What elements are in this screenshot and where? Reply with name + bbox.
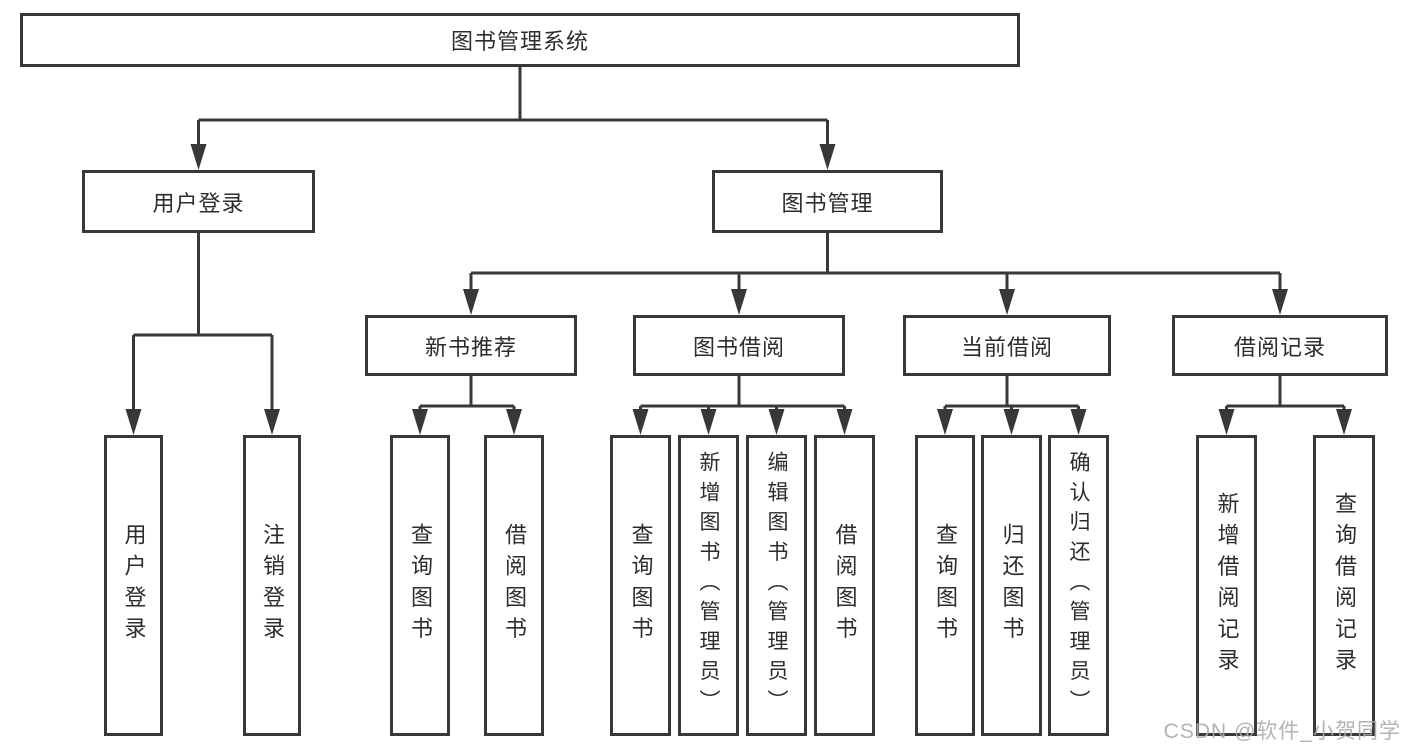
leaf-query-books-borrowing: 查询图书 [610, 435, 671, 736]
leaf-confirm-return-admin: 确认归还（管理员） [1048, 435, 1109, 736]
leaf-borrow-books-borrowing-label: 借阅图书 [832, 523, 858, 648]
node-book-borrowing-label: 图书借阅 [692, 334, 785, 360]
node-book-management-label: 图书管理 [781, 190, 874, 216]
node-book-borrowing: 图书借阅 [633, 315, 845, 376]
connector-arrowheads [125, 144, 1352, 435]
node-new-book-recommend: 新书推荐 [365, 315, 577, 376]
leaf-borrow-books-recommend-label: 借阅图书 [502, 523, 527, 648]
node-current-borrowing-label: 当前借阅 [960, 334, 1053, 360]
node-user-login: 用户登录 [82, 170, 315, 233]
leaf-query-books-current-label: 查询图书 [933, 523, 958, 648]
node-borrowing-records: 借阅记录 [1172, 315, 1388, 376]
leaf-confirm-return-admin-label: 确认归还（管理员） [1067, 451, 1090, 720]
node-user-login-label: 用户登录 [152, 190, 245, 216]
leaf-add-book-admin: 新增图书（管理员） [678, 435, 739, 736]
leaf-user-login-label: 用户登录 [121, 523, 147, 648]
watermark: CSDN @软件_小贺同学 [1163, 720, 1401, 743]
node-book-management: 图书管理 [712, 170, 943, 233]
leaf-edit-book-admin: 编辑图书（管理员） [746, 435, 807, 736]
connector-paths [132, 67, 1346, 413]
leaf-return-books: 归还图书 [981, 435, 1042, 736]
leaf-borrow-books-borrowing: 借阅图书 [814, 435, 875, 736]
leaf-query-books-borrowing-label: 查询图书 [628, 523, 654, 648]
node-root: 图书管理系统 [20, 13, 1020, 67]
leaf-query-books-recommend-label: 查询图书 [408, 523, 433, 648]
leaf-query-books-current: 查询图书 [915, 435, 975, 736]
node-new-book-recommend-label: 新书推荐 [424, 334, 517, 360]
leaf-edit-book-admin-label: 编辑图书（管理员） [765, 451, 788, 720]
leaf-logout: 注销登录 [243, 435, 301, 736]
leaf-add-borrow-record-label: 新增借阅记录 [1214, 491, 1240, 680]
node-root-label: 图书管理系统 [450, 29, 589, 54]
leaf-borrow-books-recommend: 借阅图书 [484, 435, 544, 736]
leaf-add-book-admin-label: 新增图书（管理员） [697, 451, 720, 720]
leaf-user-login: 用户登录 [104, 435, 163, 736]
leaf-logout-label: 注销登录 [260, 523, 285, 648]
leaf-query-borrow-record-label: 查询借阅记录 [1332, 491, 1357, 680]
leaf-query-borrow-record: 查询借阅记录 [1313, 435, 1375, 736]
leaf-add-borrow-record: 新增借阅记录 [1196, 435, 1257, 736]
node-current-borrowing: 当前借阅 [903, 315, 1111, 376]
leaf-return-books-label: 归还图书 [999, 523, 1025, 648]
leaf-query-books-recommend: 查询图书 [390, 435, 450, 736]
node-borrowing-records-label: 借阅记录 [1233, 334, 1326, 360]
